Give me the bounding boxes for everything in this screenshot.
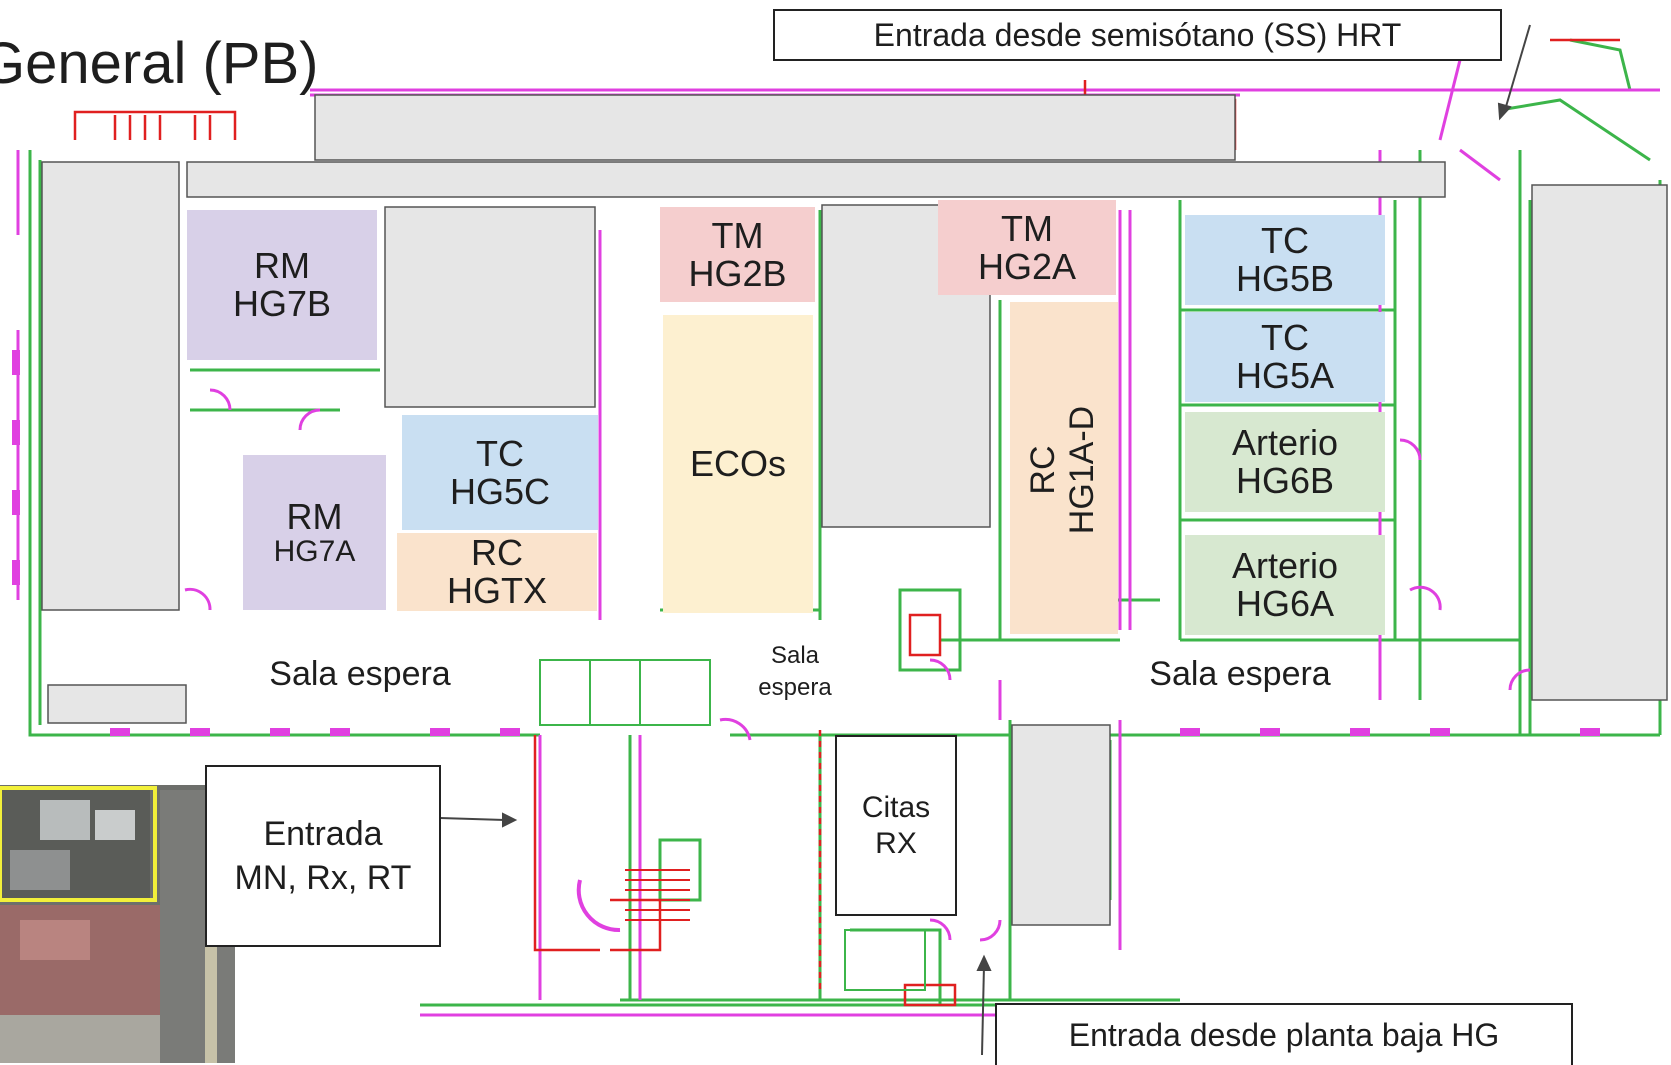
room-rm-hg7a: RM HG7A [243,455,386,610]
room-code: HGTX [446,570,547,611]
room-code: HG7A [273,534,356,568]
room-code: HG2A [977,245,1077,287]
room-code: HG2B [688,252,787,294]
room-arterio-hg6a: Arterio HG6A [1185,535,1385,635]
room-code: HG6A [1235,583,1335,624]
block-right [1531,184,1668,701]
room-code: HG5A [1235,355,1335,396]
room-tc-hg5a: TC HG5A [1185,312,1385,402]
room-code: HG6B [1235,460,1335,501]
room-type: RM [254,245,310,287]
room-type: RM [286,495,343,537]
room-code: HG5C [449,470,551,512]
room-tm-hg2a: TM HG2A [938,200,1116,295]
block-center-left [384,206,596,408]
room-code: HG1A-D [1063,405,1101,535]
entrance-ss-callout: Entrada desde semisótano (SS) HRT [773,9,1502,61]
corridor-block-strip [186,161,1446,198]
room-rc-hg1a-d-label: RC HG1A-D [983,395,1143,545]
citas-line1: Citas [861,790,931,824]
room-type: TC [476,432,524,474]
room-code: HG7B [232,283,332,324]
room-type: RC [471,532,523,574]
room-type: RC [1023,445,1062,495]
room-type: Arterio [1231,422,1339,464]
room-tc-hg5c: TC HG5C [402,415,598,530]
entrance-mn-line2: MN, Rx, RT [234,859,412,897]
citas-line2: RX [875,826,917,860]
entrance-pb-callout: Entrada desde planta baja HG [995,1003,1573,1065]
corridor-block-top [314,94,1236,161]
room-type: TC [1261,317,1309,359]
block-bottom-center [1011,724,1111,926]
waiting-area-left: Sala espera [269,655,451,693]
wall-left-outer [28,150,540,737]
waiting-area-center: Sala espera [735,640,855,705]
waiting-center-line1: Sala [770,642,820,669]
page-title: General (PB) [0,31,319,96]
room-code: HG5B [1235,258,1335,299]
block-bottom-left [47,684,187,724]
room-type: TC [1261,220,1309,262]
satellite-thumbnail [0,785,235,1063]
entrance-mn-callout: Entrada MN, Rx, RT [205,765,441,947]
waiting-center-line2: espera [758,674,832,702]
room-arterio-hg6b: Arterio HG6B [1185,412,1385,512]
room-type: Arterio [1231,545,1339,587]
waiting-area-right: Sala espera [1149,655,1331,693]
room-type: TM [711,214,764,256]
entrance-mn-line1: Entrada [263,814,383,853]
room-ecos: ECOs [663,315,813,613]
room-rc-hgtx: RC HGTX [397,533,597,611]
room-rc-hg1a-d [1010,302,1118,634]
room-tm-hg2b: TM HG2B [660,207,815,302]
citas-rx-box: Citas RX [835,735,957,916]
room-type: TM [1001,207,1053,249]
room-tc-hg5b: TC HG5B [1185,215,1385,305]
block-left [41,161,180,611]
room-rm-hg7b: RM HG7B [187,210,377,360]
room-type: ECOs [689,443,786,485]
